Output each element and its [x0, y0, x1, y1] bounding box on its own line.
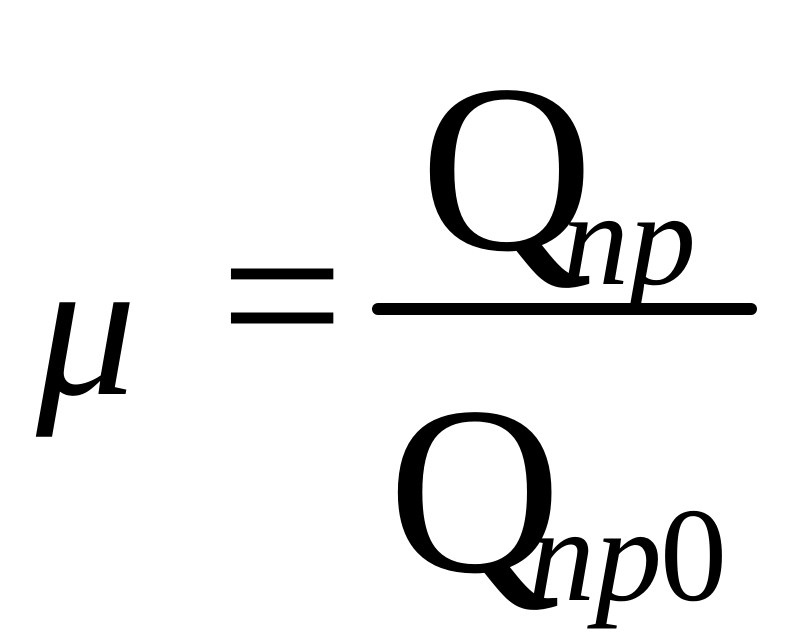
denominator-symbol: Q: [388, 357, 562, 623]
numerator-subscript: np: [562, 165, 696, 313]
equals-sign: =: [220, 173, 345, 417]
denominator-subscript-digit: 0: [660, 481, 727, 629]
fraction-bar: [372, 303, 757, 315]
numerator-symbol: Q: [420, 35, 594, 301]
lhs-symbol-mu: μ: [36, 217, 137, 438]
denominator-subscript: np: [528, 481, 662, 629]
